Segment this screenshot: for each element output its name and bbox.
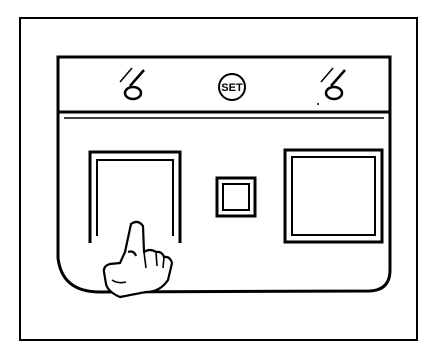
right-slot[interactable] [285,150,382,242]
square-indicator [217,178,255,216]
knob-left-icon [120,68,144,99]
set-button[interactable]: SET [219,74,245,100]
set-button-label: SET [221,82,243,94]
pointing-hand-icon [104,222,172,297]
knob-right-icon [321,68,345,99]
speck-dot [317,103,319,105]
